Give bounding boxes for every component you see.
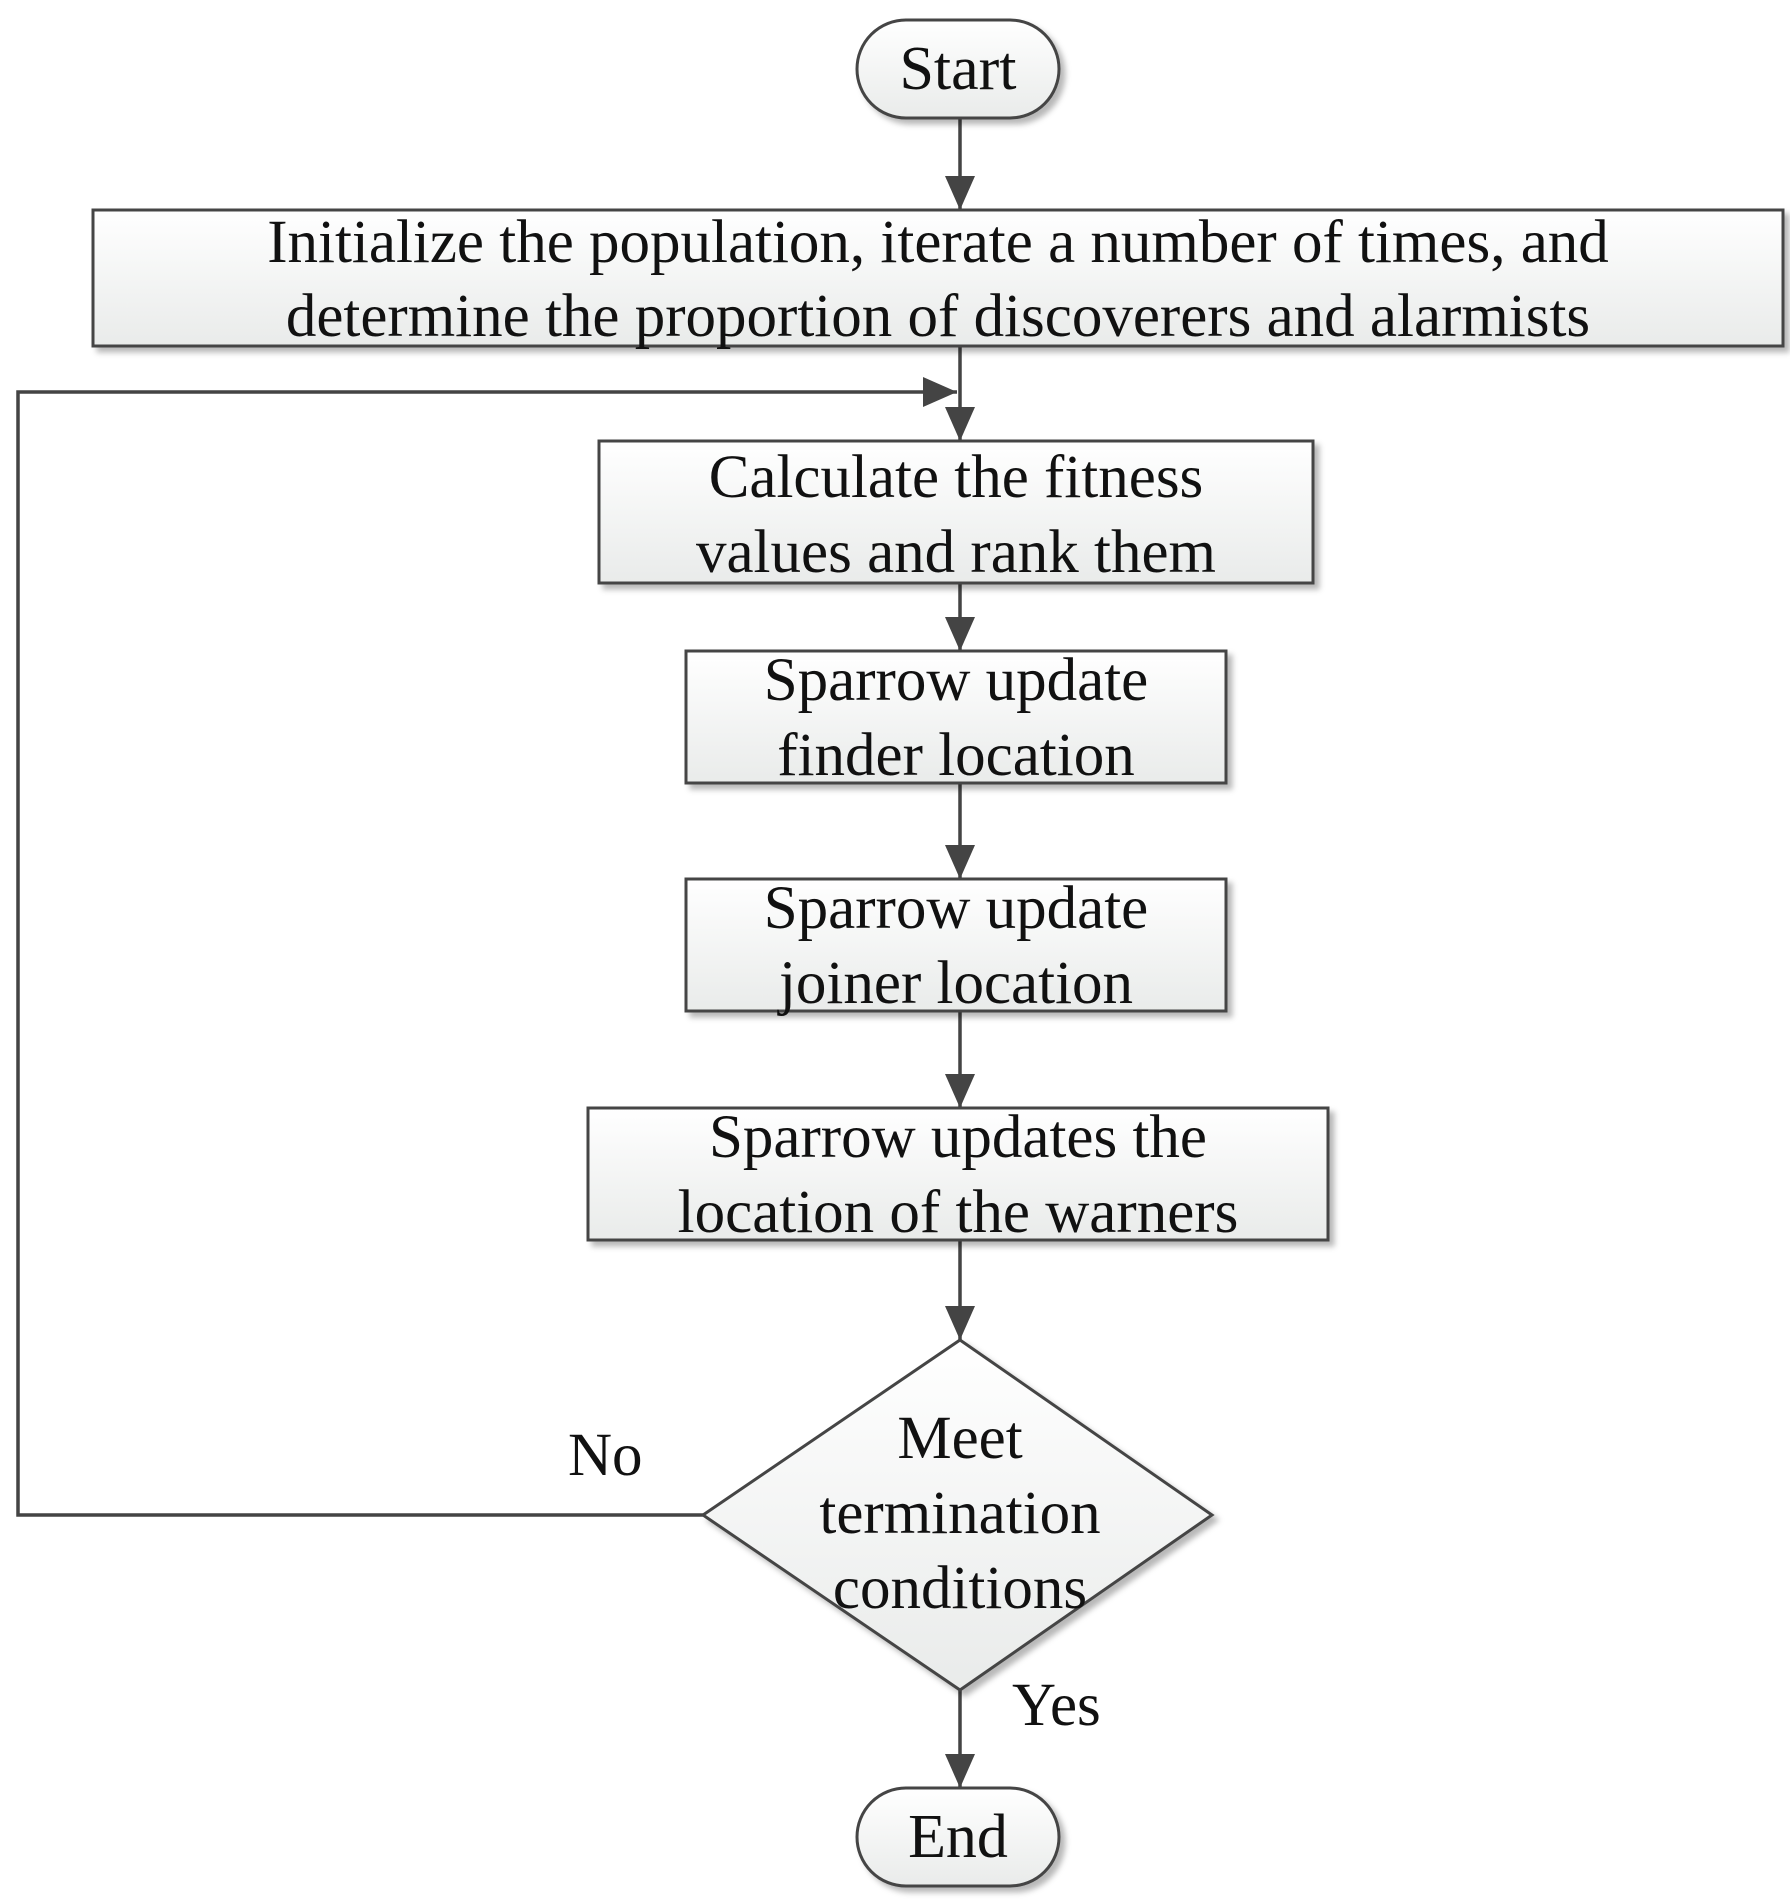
decision-text-line-2: termination [819, 1480, 1100, 1547]
finder-text-line-1: Sparrow update [764, 647, 1149, 714]
fitness-process: Calculate the fitness values and rank th… [597, 439, 1315, 586]
joiner-text-line-2: joiner location [777, 950, 1133, 1017]
warners-text-line-1: Sparrow updates the [709, 1104, 1207, 1171]
decision-text-line-1: Meet [897, 1405, 1022, 1472]
finder-text-line-2: finder location [777, 722, 1134, 789]
end-terminal: End [855, 1786, 1061, 1888]
initialize-text-line-2: determine the proportion of discoverers … [286, 283, 1590, 350]
edge-label-no: No [568, 1422, 643, 1489]
decision-text-line-3: conditions [833, 1555, 1087, 1622]
arrow-no-loop [16, 377, 957, 1517]
fitness-text-line-1: Calculate the fitness [709, 444, 1204, 511]
edge-label-yes: Yes [1012, 1672, 1101, 1739]
start-label: Start [899, 35, 1016, 103]
termination-decision: Meet termination conditions [700, 1338, 1215, 1692]
joiner-text-line-1: Sparrow update [764, 875, 1149, 942]
warners-process: Sparrow updates the location of the warn… [586, 1104, 1330, 1246]
start-terminal: Start [855, 18, 1061, 120]
warners-text-line-2: location of the warners [678, 1179, 1239, 1246]
initialize-process: Initialize the population, iterate a num… [91, 208, 1785, 350]
joiner-process: Sparrow update joiner location [684, 875, 1228, 1017]
fitness-text-line-2: values and rank them [696, 519, 1216, 586]
connectors [16, 118, 975, 1788]
initialize-text-line-1: Initialize the population, iterate a num… [267, 209, 1609, 276]
finder-process: Sparrow update finder location [684, 647, 1228, 789]
end-label: End [908, 1803, 1008, 1871]
